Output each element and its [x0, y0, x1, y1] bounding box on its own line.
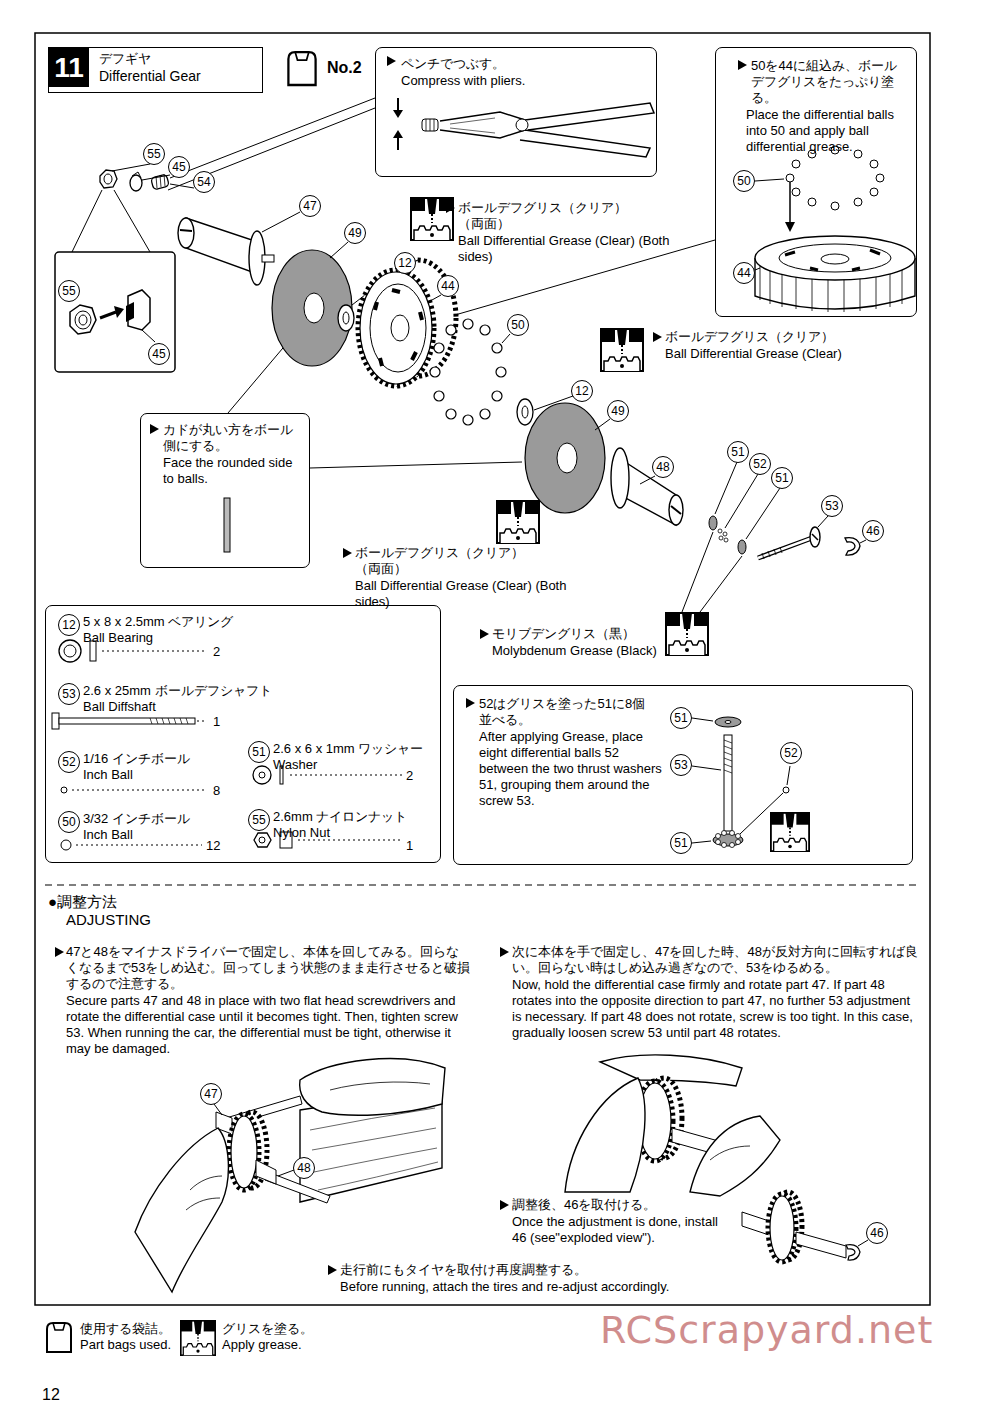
note-en: Face the rounded side to balls. — [163, 455, 303, 487]
callout-number: 51 — [727, 441, 749, 463]
callout-number: 50 — [733, 170, 755, 192]
callout-number: 50 — [58, 811, 80, 833]
callout-number: 46 — [862, 520, 884, 542]
callout-number: 51 — [248, 741, 270, 763]
part-spec: 2.6mm ナイロンナット Nylon Nut — [273, 809, 418, 841]
callout-number: 55 — [58, 280, 80, 302]
callout-number: 12 — [571, 380, 593, 402]
note-text: Ball Differential Grease (Clear) — [665, 346, 885, 362]
bag-number: No.2 — [327, 58, 362, 78]
callout-number: 52 — [749, 453, 771, 475]
note-text: ボールデフグリス（クリア） （両面） — [355, 545, 525, 577]
callout-number: 55 — [143, 143, 165, 165]
note-text: モリブデングリス（黒） — [492, 626, 662, 642]
note-en: Place the differential balls into 50 and… — [746, 107, 911, 155]
callout-number: 49 — [344, 222, 366, 244]
step-number: 11 — [49, 48, 89, 87]
quantity: 12 — [206, 838, 220, 854]
callout-number: 12 — [58, 614, 80, 636]
part-spec: 2.6 x 25mm ボールデフシャフト Ball Diffshaft — [83, 683, 283, 715]
note-text: Molybdenum Grease (Black) — [492, 643, 662, 659]
page-number: 12 — [42, 1385, 60, 1405]
note-text: Once the adjustment is done, install 46 … — [512, 1214, 732, 1246]
callout-number: 47 — [200, 1083, 222, 1105]
note-text: ボールデフグリス（クリア） （両面） — [458, 200, 643, 232]
callout-number: 51 — [670, 707, 692, 729]
note-text: 調整後、46を取付ける。 — [512, 1197, 732, 1213]
quantity: 2 — [213, 644, 220, 660]
callout-number: 44 — [733, 262, 755, 284]
callout-number: 48 — [293, 1157, 315, 1179]
section-heading: ADJUSTING — [66, 911, 151, 929]
section-heading: ●調整方法 — [48, 893, 117, 911]
callout-number: 54 — [193, 171, 215, 193]
note-text: Before running, attach the tires and re-… — [340, 1279, 760, 1295]
note-text: Ball Differential Grease (Clear) (Both s… — [355, 578, 570, 610]
callout-number: 45 — [168, 156, 190, 178]
note-ja: カドが丸い方をボール側にする。 — [163, 422, 303, 454]
callout-number: 55 — [248, 809, 270, 831]
note-ja: ペンチでつぶす。 — [401, 56, 641, 72]
callout-number: 44 — [437, 275, 459, 297]
pliers-note-box: ペンチでつぶす。Compress with pliers. — [375, 47, 657, 177]
note-ja: 52はグリスを塗った51に8個並べる。 — [479, 696, 654, 728]
washer-side-note-box: カドが丸い方をボール側にする。Face the rounded side to … — [140, 413, 310, 568]
callout-number: 46 — [866, 1222, 888, 1244]
callout-number: 49 — [607, 400, 629, 422]
step-title-ja: デフギヤ — [99, 51, 151, 67]
note-text: Now, hold the differential case firmly a… — [512, 977, 917, 1041]
note-text: 47と48をマイナスドライバーで固定し、本体を回してみる。回らなくなるまで53を… — [66, 944, 471, 992]
step-header: 11 デフギヤDifferential Gear — [48, 47, 263, 93]
quantity: 8 — [213, 783, 220, 799]
callout-number: 53 — [670, 754, 692, 776]
note-en: After applying Grease, place eight diffe… — [479, 729, 664, 809]
note-text: 次に本体を手で固定し、47を回した時、48が反対方向に回転すれば良い。回らない時… — [512, 944, 922, 976]
callout-number: 52 — [780, 742, 802, 764]
callout-number: 52 — [58, 751, 80, 773]
note-en: Compress with pliers. — [401, 73, 641, 89]
part-spec: 1/16 インチボール Inch Ball — [83, 751, 198, 783]
legend-text: グリスを塗る。 Apply grease. — [222, 1321, 317, 1353]
note-ja: 50を44に組込み、ボールデフグリスをたっぷり塗る。 — [751, 58, 909, 106]
watermark: RCScrapyard.net — [600, 1308, 933, 1352]
step-title-en: Differential Gear — [99, 68, 201, 85]
callout-number: 45 — [148, 343, 170, 365]
part-spec: 5 x 8 x 2.5mm ベアリング Ball Bearing — [83, 614, 258, 646]
callout-number: 50 — [507, 314, 529, 336]
note-text: Secure parts 47 and 48 in place with two… — [66, 993, 466, 1057]
callout-number: 53 — [58, 683, 80, 705]
callout-number: 51 — [670, 832, 692, 854]
note-text: ボールデフグリス（クリア） — [665, 329, 885, 345]
callout-number: 48 — [652, 456, 674, 478]
quantity: 1 — [213, 714, 220, 730]
note-text: Ball Differential Grease (Clear) (Both s… — [458, 233, 673, 265]
part-spec: 3/32 インチボール Inch Ball — [83, 811, 198, 843]
legend-text: 使用する袋詰。 Part bags used. — [80, 1321, 175, 1353]
callout-number: 47 — [299, 195, 321, 217]
note-text: 走行前にもタイヤを取付け再度調整する。 — [340, 1262, 760, 1278]
callout-number: 12 — [394, 252, 416, 274]
parts-list-box: 125 x 8 x 2.5mm ベアリング Ball Bearing2532.6… — [45, 605, 441, 863]
callout-number: 51 — [771, 467, 793, 489]
quantity: 1 — [406, 838, 413, 854]
callout-number: 53 — [821, 495, 843, 517]
quantity: 2 — [406, 768, 413, 784]
